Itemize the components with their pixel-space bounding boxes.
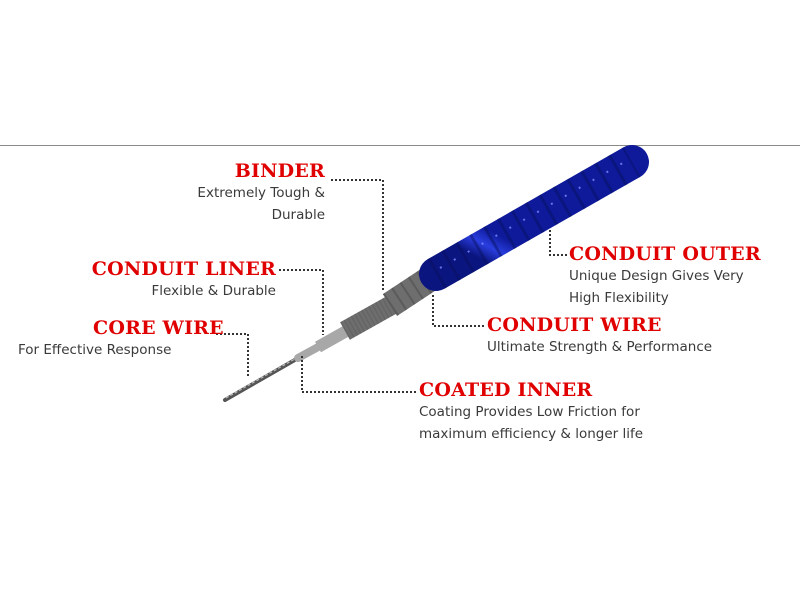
leader-coated-inner	[301, 356, 416, 393]
leader-conduit-outer	[549, 228, 567, 256]
conduit-liner-title: CONDUIT LINER	[91, 258, 276, 280]
leader-conduit-liner	[279, 269, 324, 335]
core-wire-desc: For Effective Response	[18, 342, 172, 358]
conduit-outer-desc-line-2: High Flexibility	[569, 290, 669, 306]
binder	[340, 294, 400, 340]
binder-desc-line-1: Extremely Tough &	[197, 185, 325, 201]
conduit-outer	[419, 145, 649, 291]
core-wire-label: CORE WIRE For Effective Response	[18, 317, 224, 361]
leader-conduit-wire	[432, 295, 484, 327]
core-wire-tip	[223, 355, 302, 402]
leader-core-wire	[216, 333, 249, 378]
conduit-liner-desc: Flexible & Durable	[151, 283, 276, 299]
conduit-outer-label: CONDUIT OUTER Unique Design Gives Very H…	[569, 243, 761, 309]
conduit-outer-desc-line-1: Unique Design Gives Very	[569, 268, 744, 284]
conduit-liner-label: CONDUIT LINER Flexible & Durable	[92, 258, 276, 302]
coated-inner-desc-line-2: maximum efficiency & longer life	[419, 426, 644, 442]
leader-lines	[216, 179, 567, 393]
coated-inner-title: COATED INNER	[419, 379, 593, 401]
conduit-wire-title: CONDUIT WIRE	[487, 314, 662, 336]
conduit-liner	[315, 323, 353, 353]
leader-binder	[331, 179, 384, 290]
conduit-wire-desc: Ultimate Strength & Performance	[487, 339, 713, 355]
binder-label: BINDER Extremely Tough & Durable	[197, 160, 325, 226]
coated-inner-desc-line-1: Coating Provides Low Friction for	[419, 404, 640, 420]
top-divider	[0, 145, 800, 146]
binder-desc-line-2: Durable	[271, 207, 325, 223]
conduit-wire-label: CONDUIT WIRE Ultimate Strength & Perform…	[487, 314, 712, 358]
coated-inner-label: COATED INNER Coating Provides Low Fricti…	[419, 379, 643, 445]
conduit-outer-title: CONDUIT OUTER	[569, 243, 761, 265]
binder-title: BINDER	[234, 160, 325, 182]
core-wire-title: CORE WIRE	[93, 317, 224, 339]
